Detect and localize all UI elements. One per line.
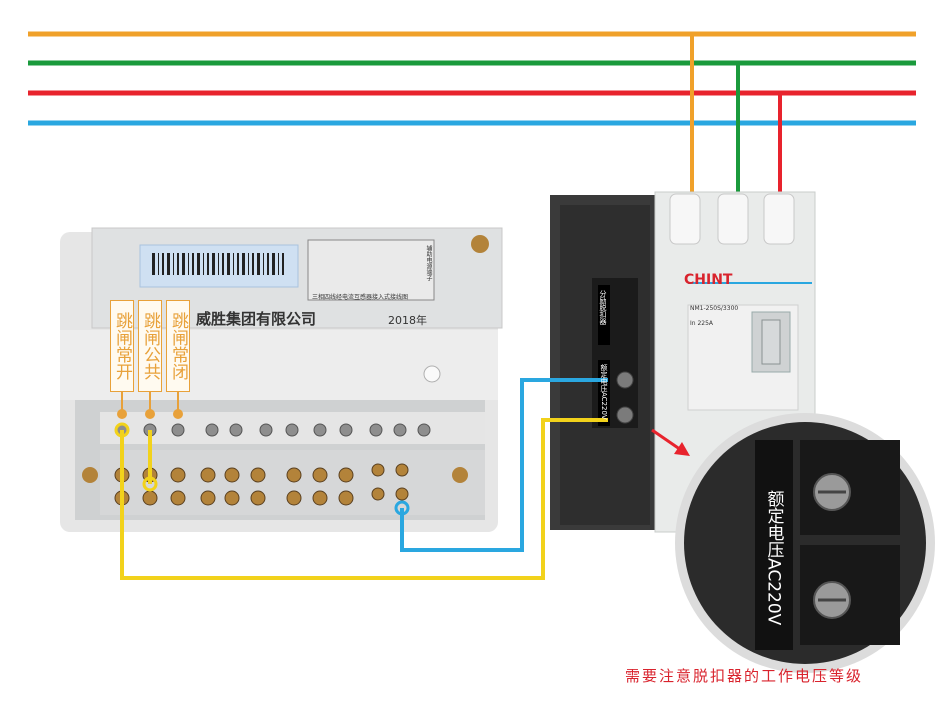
breaker-shunt-label: 分励脱扣器: [599, 290, 607, 325]
wire-yellow-jumper-end: [142, 476, 158, 492]
wire-blue: [400, 378, 608, 552]
zoom-inset: [675, 413, 935, 673]
terminal-dot-nc: [173, 409, 183, 419]
label-trip-common: 跳闸公共: [138, 300, 162, 392]
terminal-row-top: [115, 423, 431, 437]
terminal-row-bottom: [114, 463, 409, 506]
terminal-dot-com: [145, 409, 155, 419]
breaker-model: NM1-250S/3300: [690, 305, 739, 312]
breaker-brand-logo: CHINT: [684, 272, 733, 288]
wire-yellow: [120, 418, 608, 580]
warning-note: 需要注意脱扣器的工作电压等级: [625, 667, 864, 685]
zoom-voltage-label: 额定电压AC220V: [763, 490, 784, 626]
barcode: [152, 253, 284, 275]
meter-diagram-caption: 三相四线经电流互感器接入式接线图: [312, 294, 409, 301]
zoom-arrowhead: [674, 442, 690, 456]
wire-yellow-start: [114, 422, 130, 438]
wire-blue-start: [394, 500, 410, 516]
label-trip-normally-closed: 跳闸常闭: [166, 300, 190, 392]
meter-aux-label: 辅助电源端子: [425, 245, 432, 281]
meter-company-name: 威胜集团有限公司: [196, 310, 317, 328]
breaker-rating: In 225A: [690, 320, 714, 327]
meter-year: 2018年: [388, 314, 427, 327]
circuit-breaker: [550, 191, 816, 533]
breaker-voltage-label: 额定电压AC220V: [600, 364, 608, 420]
terminal-dot-no: [117, 409, 127, 419]
label-trip-normally-open: 跳闸常开: [110, 300, 134, 392]
